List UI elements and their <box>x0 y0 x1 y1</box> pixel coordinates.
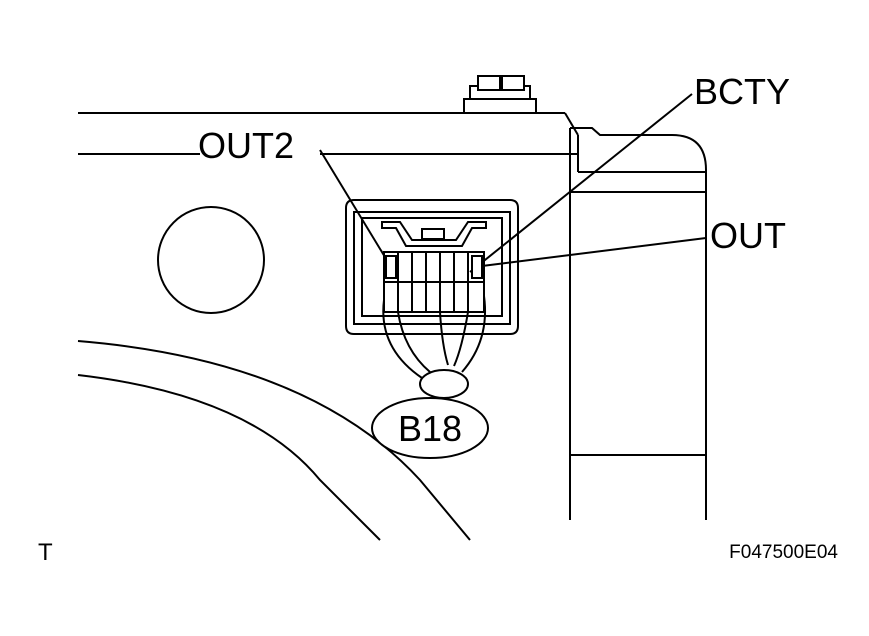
leader-lines <box>319 93 707 273</box>
connector-b18 <box>345 199 519 399</box>
connector-callout-bubble <box>371 397 489 459</box>
figure-id: F047500E04 <box>729 542 838 563</box>
ecu-housing <box>77 75 707 541</box>
label-connector: B18 <box>398 408 462 449</box>
mounting-hole <box>157 206 265 314</box>
corner-mark: T <box>38 539 53 566</box>
wire-bundle <box>419 369 469 399</box>
out-terminal-marker <box>471 255 483 279</box>
label-bcty: BCTY <box>694 71 790 112</box>
label-out: OUT <box>710 215 786 256</box>
out2-terminal-marker <box>385 255 397 279</box>
label-out2: OUT2 <box>198 125 294 166</box>
